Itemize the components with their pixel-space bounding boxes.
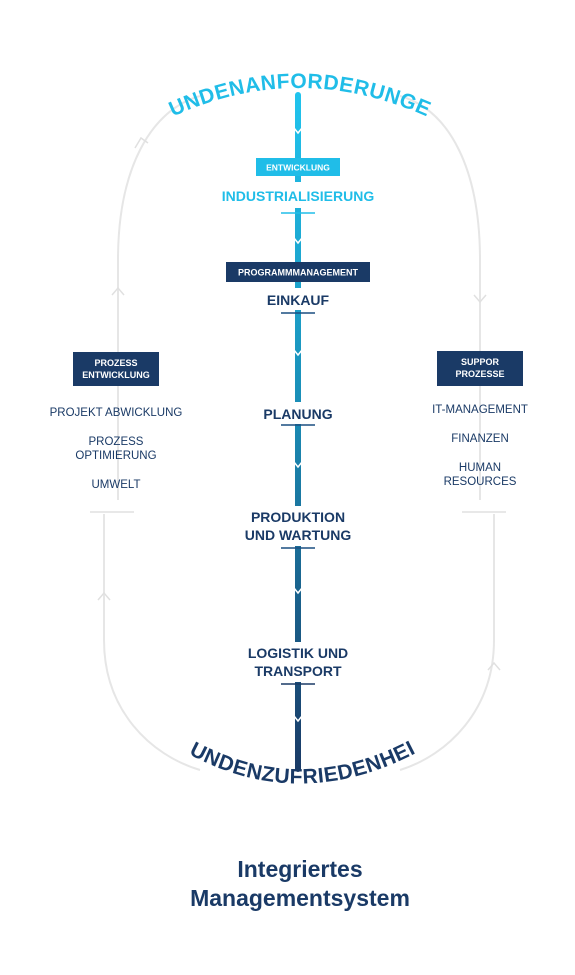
stage-logistik-line1: LOGISTIK UND bbox=[248, 645, 348, 661]
right-item-it: IT-MANAGEMENT bbox=[432, 404, 528, 416]
left-panel: PROZESS ENTWICKLUNG PROJEKT ABWICKLUNG P… bbox=[50, 352, 183, 491]
left-badge-line1: PROZESS bbox=[94, 358, 137, 368]
process-spine bbox=[210, 92, 386, 772]
entwicklung-badge bbox=[256, 158, 340, 176]
outer-track bbox=[90, 95, 506, 771]
right-panel: SUPPOR PROZESSE IT-MANAGEMENT FINANZEN H… bbox=[432, 351, 528, 488]
left-item-projekt: PROJEKT ABWICKLUNG bbox=[50, 407, 183, 419]
stage-produktion-line1: PRODUKTION bbox=[251, 509, 345, 525]
top-arc-label: KUNDENANFORDERUNGEN bbox=[0, 0, 434, 121]
programmmanagement-badge bbox=[226, 262, 370, 282]
right-item-human-line2: RESOURCES bbox=[444, 476, 517, 488]
right-item-finanzen: FINANZEN bbox=[451, 433, 509, 445]
title-line2: Managementsystem bbox=[190, 885, 410, 911]
stage-produktion-line2: UND WARTUNG bbox=[245, 527, 352, 543]
support-prozesse-badge bbox=[437, 351, 523, 386]
right-badge-line1: SUPPOR bbox=[461, 357, 500, 367]
stage-industrialisierung: INDUSTRIALISIERUNG bbox=[222, 188, 375, 204]
stage-einkauf: EINKAUF bbox=[267, 292, 330, 308]
stage-planung: PLANUNG bbox=[263, 406, 332, 422]
right-item-human-line1: HUMAN bbox=[459, 462, 501, 474]
title-line1: Integriertes bbox=[237, 856, 362, 882]
prozess-entwicklung-badge bbox=[73, 352, 159, 386]
left-item-prozess-line1: PROZESS bbox=[89, 436, 144, 448]
stage-logistik-line2: TRANSPORT bbox=[254, 663, 342, 679]
right-badge-line2: PROZESSE bbox=[455, 369, 504, 379]
left-badge-line2: ENTWICKLUNG bbox=[82, 370, 150, 380]
programmmanagement-badge-label: PROGRAMMMANAGEMENT bbox=[238, 268, 358, 278]
left-item-umwelt: UMWELT bbox=[92, 479, 141, 491]
entwicklung-badge-label: ENTWICKLUNG bbox=[266, 163, 330, 173]
left-item-prozess-line2: OPTIMIERUNG bbox=[75, 450, 156, 462]
